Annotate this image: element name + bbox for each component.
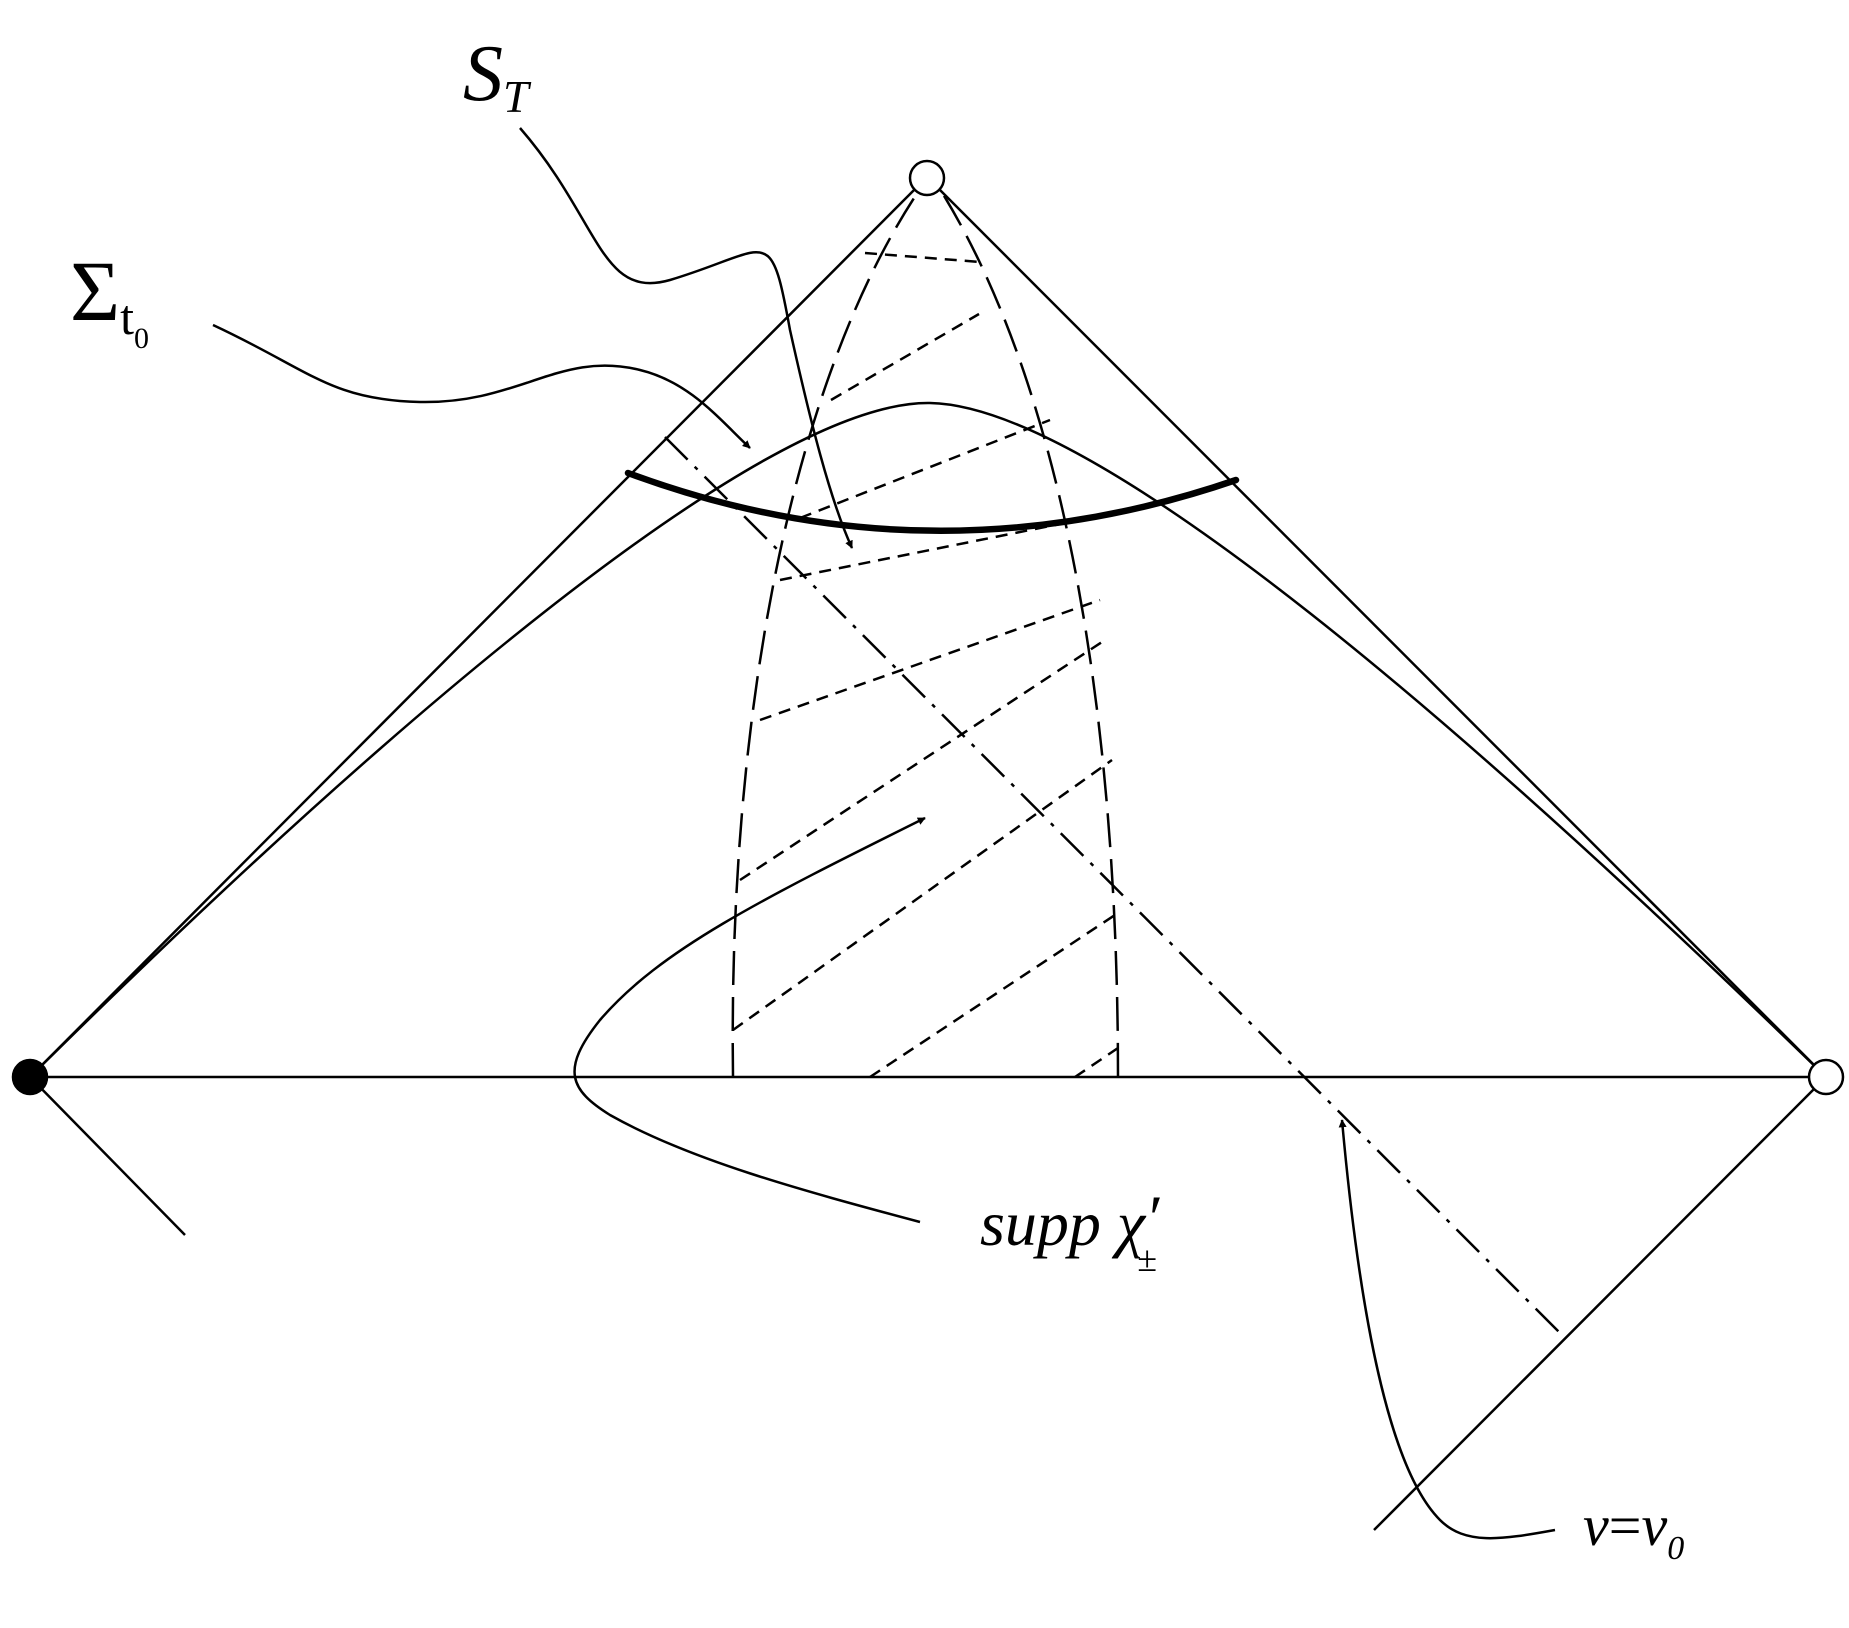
right-null-boundary	[927, 177, 1827, 1078]
supp-leader-arrow	[573, 816, 926, 1224]
right-vertex-marker	[1807, 1058, 1845, 1096]
s-t-thick-curve	[624, 469, 1240, 534]
lower-right-null-line	[1373, 1076, 1827, 1531]
sigma-t0-label: Σt0	[70, 243, 149, 355]
support-hatching	[732, 251, 1119, 1079]
support-left-boundary	[731, 185, 924, 1078]
s-t-label: ST	[463, 30, 532, 122]
lower-left-null-line	[29, 1076, 186, 1236]
left-null-boundary	[29, 177, 927, 1078]
v0-leader-arrow	[1338, 1119, 1556, 1540]
v-equals-v0-line	[664, 436, 1566, 1339]
spacelike-hypersurface-curve	[29, 401, 1827, 1078]
v-equals-v0-label: v=v0	[1583, 1493, 1684, 1567]
left-vertex-marker	[11, 1058, 49, 1096]
support-right-boundary	[936, 185, 1120, 1078]
top-vertex-marker	[908, 159, 946, 197]
supp-chi-label: supp χ′±	[980, 1182, 1160, 1279]
sigma-leader-arrow	[212, 323, 751, 449]
s-t-leader-arrow	[519, 127, 854, 549]
